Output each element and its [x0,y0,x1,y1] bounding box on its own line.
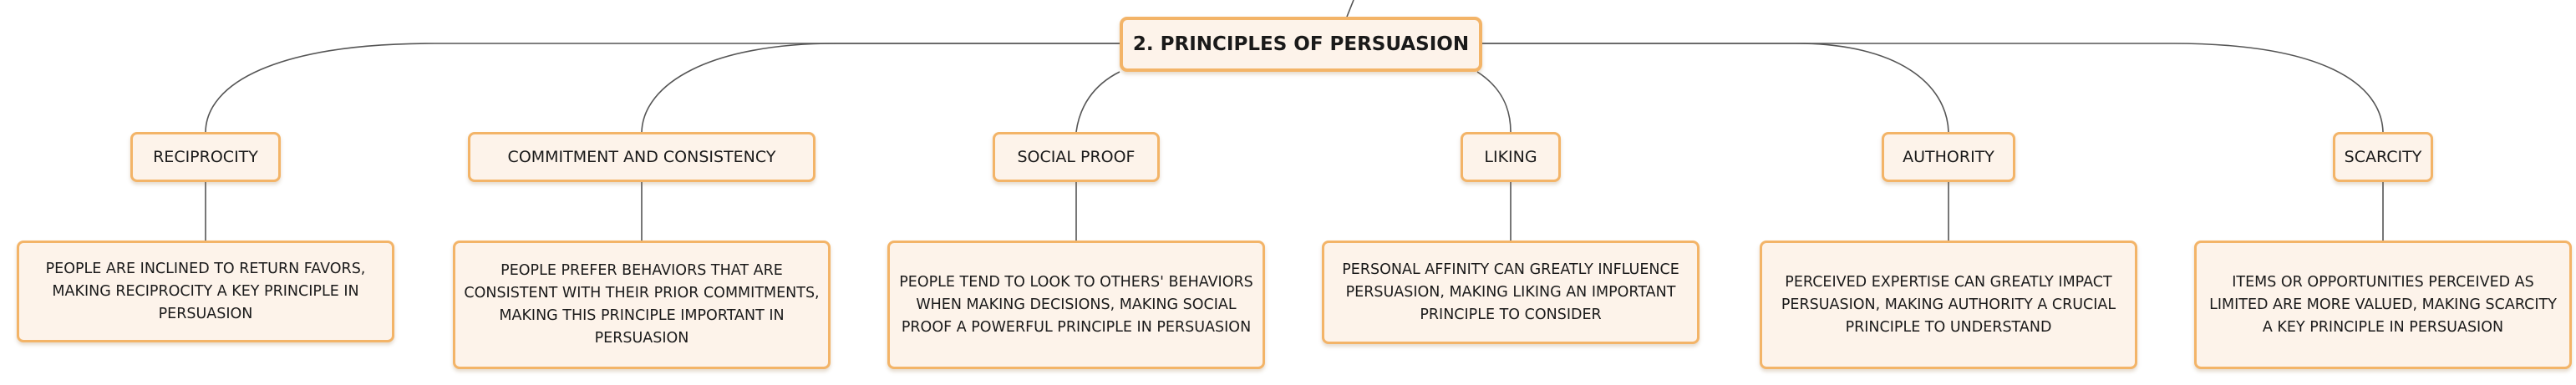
principle-node-liking[interactable]: LIKING [1461,132,1561,182]
principle-node-reciprocity[interactable]: RECIPROCITY [130,132,281,182]
root-connector-scarcity [1482,43,2384,133]
root-connector-authority [1482,43,1949,133]
description-node-reciprocity[interactable]: PEOPLE ARE INCLINED TO RETURN FAVORS, MA… [17,241,394,342]
root-connector-liking [1476,71,1512,133]
root-connector-reciprocity [205,43,1120,133]
description-text-scarcity: ITEMS OR OPPORTUNITIES PERCEIVED AS LIMI… [2209,273,2557,336]
description-text-commitment-and-consistency: PEOPLE PREFER BEHAVIORS THAT ARE CONSIST… [464,262,820,347]
description-text-social-proof: PEOPLE TEND TO LOOK TO OTHERS' BEHAVIORS… [899,273,1253,336]
principle-node-commitment-and-consistency[interactable]: COMMITMENT AND CONSISTENCY [468,132,815,182]
description-node-liking[interactable]: PERSONAL AFFINITY CAN GREATLY INFLUENCE … [1322,241,1700,344]
principle-label-commitment-and-consistency: COMMITMENT AND CONSISTENCY [507,148,776,166]
root-topic-node[interactable]: 2. PRINCIPLES OF PERSUASION [1120,17,1482,72]
description-text-reciprocity: PEOPLE ARE INCLINED TO RETURN FAVORS, MA… [45,260,366,322]
root-connector-social-proof [1075,71,1120,133]
description-node-scarcity[interactable]: ITEMS OR OPPORTUNITIES PERCEIVED AS LIMI… [2194,241,2572,369]
principle-node-scarcity[interactable]: SCARCITY [2333,132,2433,182]
principle-node-authority[interactable]: AUTHORITY [1882,132,2015,182]
description-node-authority[interactable]: PERCEIVED EXPERTISE CAN GREATLY IMPACT P… [1760,241,2137,369]
root-connector-commitment [641,43,1120,133]
principle-label-liking: LIKING [1484,148,1537,166]
principle-node-social-proof[interactable]: SOCIAL PROOF [993,132,1160,182]
parent-connector [1346,0,1354,18]
description-text-liking: PERSONAL AFFINITY CAN GREATLY INFLUENCE … [1342,261,1679,323]
description-text-authority: PERCEIVED EXPERTISE CAN GREATLY IMPACT P… [1781,273,2116,336]
root-topic-title: 2. PRINCIPLES OF PERSUASION [1132,33,1470,55]
principle-label-scarcity: SCARCITY [2344,148,2422,166]
description-node-commitment-and-consistency[interactable]: PEOPLE PREFER BEHAVIORS THAT ARE CONSIST… [453,241,831,369]
principle-label-authority: AUTHORITY [1903,148,1994,166]
principle-label-social-proof: SOCIAL PROOF [1017,148,1136,166]
description-node-social-proof[interactable]: PEOPLE TEND TO LOOK TO OTHERS' BEHAVIORS… [887,241,1265,369]
principle-label-reciprocity: RECIPROCITY [153,148,258,166]
